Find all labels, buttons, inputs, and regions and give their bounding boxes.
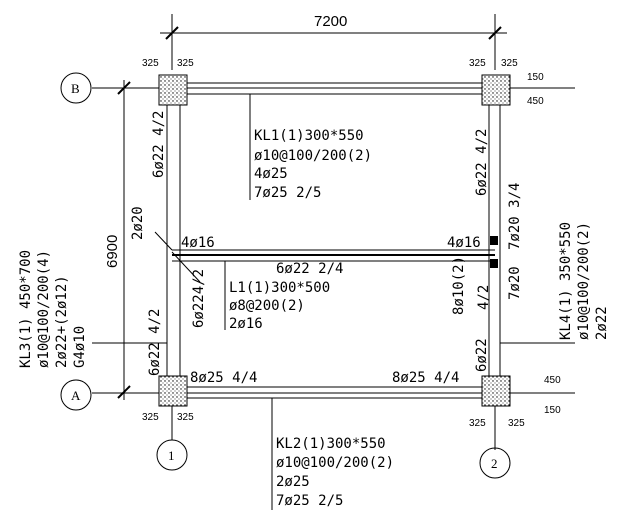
axis-bubble-2 <box>479 447 511 479</box>
axis-label-2: 2 <box>491 456 498 471</box>
rebar-bottom-right-horiz: 8ø25 4/4 <box>392 370 459 386</box>
rebar-bottom-left-horiz: 8ø25 4/4 <box>190 370 257 386</box>
rebar-callouts: 6ø22 4/2 6ø22 4/2 2ø20 4ø16 4ø16 6ø22 2/… <box>130 111 523 386</box>
rebar-right-stirrup-2: 4/2 <box>476 285 492 310</box>
kl1-line3: 4ø25 <box>254 166 288 182</box>
kl2-line3: 2ø25 <box>276 474 310 490</box>
rebar-l1-bottom: 6ø22 2/4 <box>276 261 343 277</box>
offset-label: 150 <box>527 72 544 83</box>
kl4-line2: ø10@100/200(2) <box>576 222 592 340</box>
rebar-right-upper: 7ø20 3/4 <box>507 183 523 250</box>
kl1-line4: 7ø25 2/5 <box>254 185 321 201</box>
kl3-line4: G4ø10 <box>72 326 88 368</box>
dimension-top: 7200 <box>160 13 507 70</box>
rebar-l1-left-top: 4ø16 <box>181 235 215 251</box>
offset-label: 325 <box>501 58 518 69</box>
kl3-line1: KL3(1) 450*700 <box>18 250 34 368</box>
kl3-line2: ø10@100/200(4) <box>36 250 52 368</box>
offset-label: 325 <box>469 418 486 429</box>
axis-bubble-b <box>60 72 92 104</box>
rebar-bottom-right-vert: 6ø22 <box>474 338 490 372</box>
dimension-left: 6900 <box>104 80 131 400</box>
l1-line3: 2ø16 <box>229 316 263 332</box>
rebar-left-mid: 2ø20 <box>130 206 146 240</box>
column-a2 <box>481 375 511 407</box>
column-b2 <box>481 74 511 106</box>
axis-bubble-a <box>60 379 92 411</box>
l1-line2: ø8@200(2) <box>229 298 305 314</box>
kl1-line1: KL1(1)300*550 <box>254 128 364 144</box>
kl4-line1: KL4(1) 350*550 <box>558 222 574 340</box>
rebar-bottom-left-vert: 6ø22 4/2 <box>147 309 163 376</box>
offset-label: 325 <box>469 58 486 69</box>
axis-label-1: 1 <box>168 448 175 463</box>
offset-label: 150 <box>544 405 561 416</box>
kl2-line4: 7ø25 2/5 <box>276 493 343 509</box>
span-y-label: 6900 <box>104 235 121 268</box>
kl3-line3: 2ø22+(2ø12) <box>54 275 70 368</box>
rebar-marker <box>490 236 498 245</box>
columns <box>158 74 511 407</box>
rebar-marker <box>490 259 498 268</box>
rebar-right-lower: 7ø20 <box>507 266 523 300</box>
kl1-annotation: KL1(1)300*550 ø10@100/200(2) 4ø25 7ø25 2… <box>249 94 372 201</box>
rebar-top-left: 6ø22 4/2 <box>151 111 167 178</box>
rebar-top-right: 6ø22 4/2 <box>474 129 490 196</box>
kl3-annotation: KL3(1) 450*700 ø10@100/200(4) 2ø22+(2ø12… <box>18 250 167 368</box>
kl2-annotation: KL2(1)300*550 ø10@100/200(2) 2ø25 7ø25 2… <box>271 398 394 510</box>
rebar-l1-right-top: 4ø16 <box>447 235 481 251</box>
kl2-line1: KL2(1)300*550 <box>276 436 386 452</box>
offset-label: 450 <box>527 96 544 107</box>
column-b1 <box>158 74 188 106</box>
offset-label: 325 <box>177 412 194 423</box>
offset-label: 325 <box>142 58 159 69</box>
kl1-line2: ø10@100/200(2) <box>254 148 372 164</box>
rebar-right-stirrup: 8ø10(2) <box>451 256 467 315</box>
kl4-line3: 2ø22 <box>594 306 610 340</box>
offset-label: 450 <box>544 375 561 386</box>
rebar-l1-left-vert: 6ø224/2 <box>191 269 207 328</box>
axis-label-b: B <box>71 81 80 96</box>
kl2-line2: ø10@100/200(2) <box>276 455 394 471</box>
axis-label-a: A <box>71 388 81 403</box>
offset-label: 325 <box>177 58 194 69</box>
kl4-annotation: KL4(1) 350*550 ø10@100/200(2) 2ø22 <box>500 222 610 344</box>
axis-bubble-1 <box>156 439 188 471</box>
beam-outlines <box>166 82 501 399</box>
column-a1 <box>158 375 188 407</box>
axis-bubbles: B A 1 2 <box>60 72 511 479</box>
span-x-label: 7200 <box>314 13 347 30</box>
l1-annotation: L1(1)300*500 ø8@200(2) 2ø16 <box>224 261 330 332</box>
l1-line1: L1(1)300*500 <box>229 280 330 296</box>
offset-labels: 325 325 325 325 150 450 450 150 325 325 … <box>142 58 561 429</box>
offset-label: 325 <box>508 418 525 429</box>
offset-label: 325 <box>142 412 159 423</box>
